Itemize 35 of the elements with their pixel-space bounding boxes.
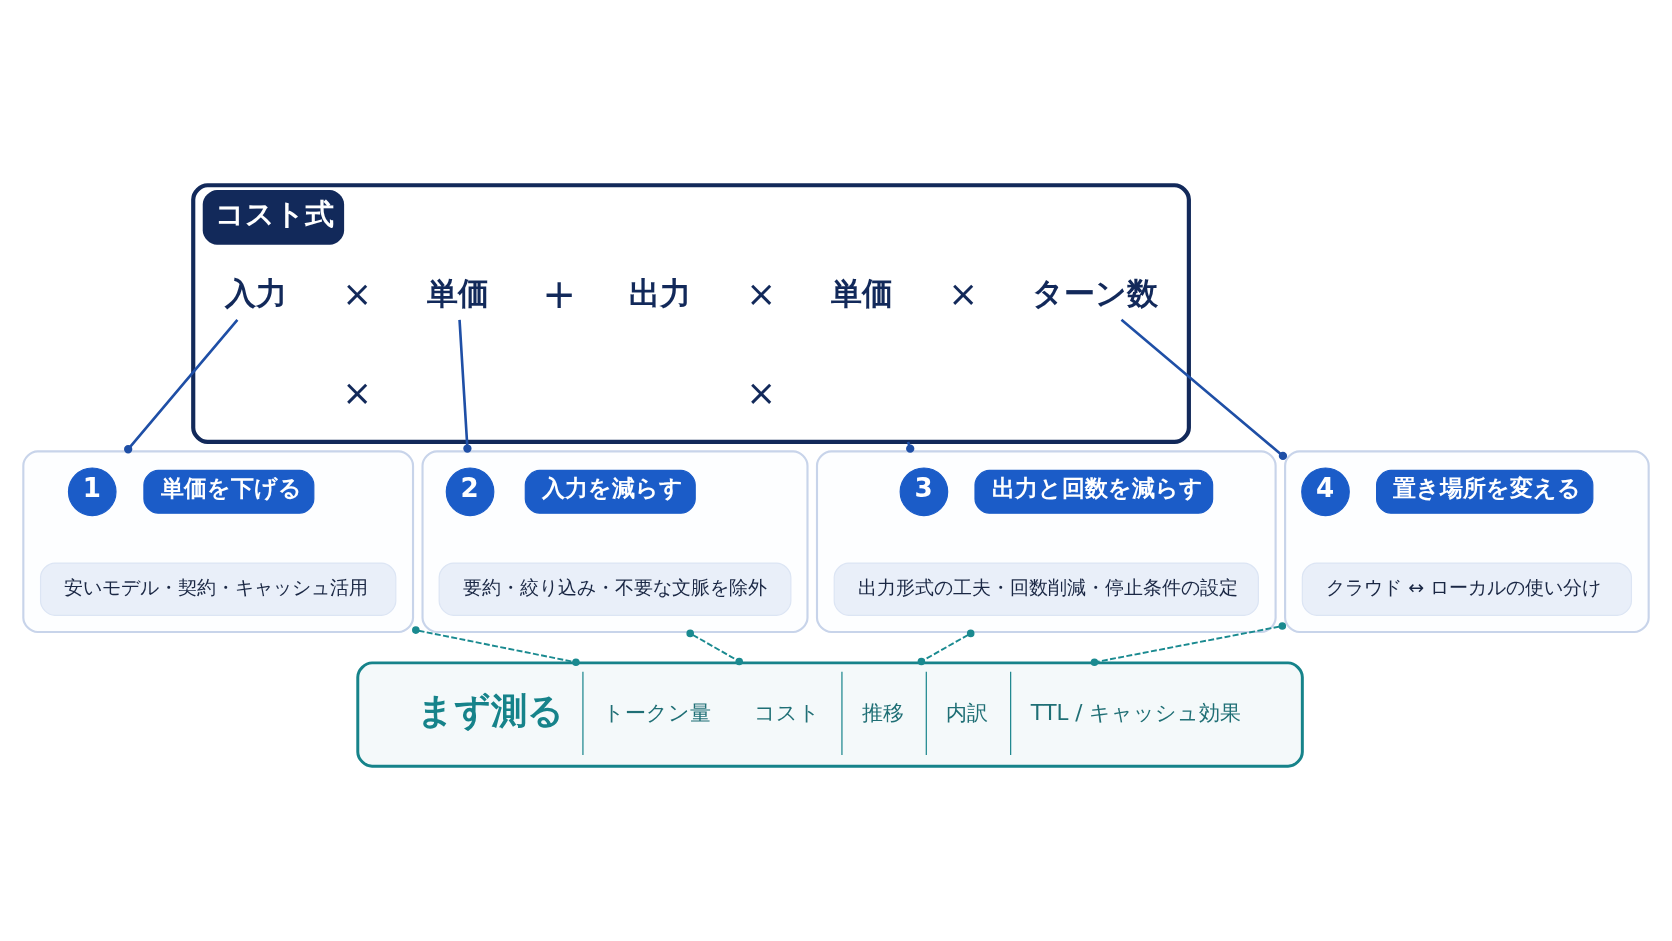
label: × bbox=[342, 371, 373, 413]
label: × bbox=[342, 272, 373, 314]
connector bbox=[686, 629, 744, 665]
node-text: 入力 bbox=[224, 274, 287, 311]
cluster bbox=[421, 449, 809, 633]
node-circle: 1 bbox=[67, 466, 117, 516]
connector bbox=[1090, 621, 1287, 666]
cluster bbox=[22, 449, 415, 633]
connector bbox=[906, 441, 915, 453]
node-text: 単価 bbox=[426, 274, 489, 311]
label: × bbox=[746, 371, 777, 413]
label: + bbox=[542, 270, 577, 318]
node-text: 出力 bbox=[628, 274, 691, 311]
label: × bbox=[948, 272, 979, 314]
node-box: 入力を減らす bbox=[524, 469, 696, 514]
connector bbox=[1120, 318, 1288, 460]
node-circle: 3 bbox=[899, 466, 949, 516]
connector bbox=[412, 625, 580, 666]
connector bbox=[124, 318, 239, 453]
node-circle: 2 bbox=[445, 466, 495, 516]
connector bbox=[458, 319, 472, 453]
connector bbox=[917, 629, 975, 665]
node-text: ターン数 bbox=[1032, 274, 1159, 311]
node-box: 置き場所を変える bbox=[1376, 469, 1594, 514]
node-box: クラウド ↔ ローカルの使い分け bbox=[1301, 562, 1633, 616]
node-box: 出力形式の工夫・回数削減・停止条件の設定 bbox=[833, 562, 1259, 616]
label: × bbox=[746, 272, 777, 314]
node-box: 単価を下げる bbox=[143, 469, 315, 514]
node-box: 安いモデル・契約・キャッシュ活用 bbox=[39, 562, 397, 616]
node-box: 出力と回数を減らす bbox=[974, 469, 1214, 514]
node-box: 要約・絞り込み・不要な文脈を除外 bbox=[438, 562, 792, 616]
node-circle: 4 bbox=[1301, 466, 1350, 516]
cluster bbox=[815, 449, 1277, 633]
cluster bbox=[1284, 449, 1650, 633]
node-text: 単価 bbox=[830, 274, 893, 311]
